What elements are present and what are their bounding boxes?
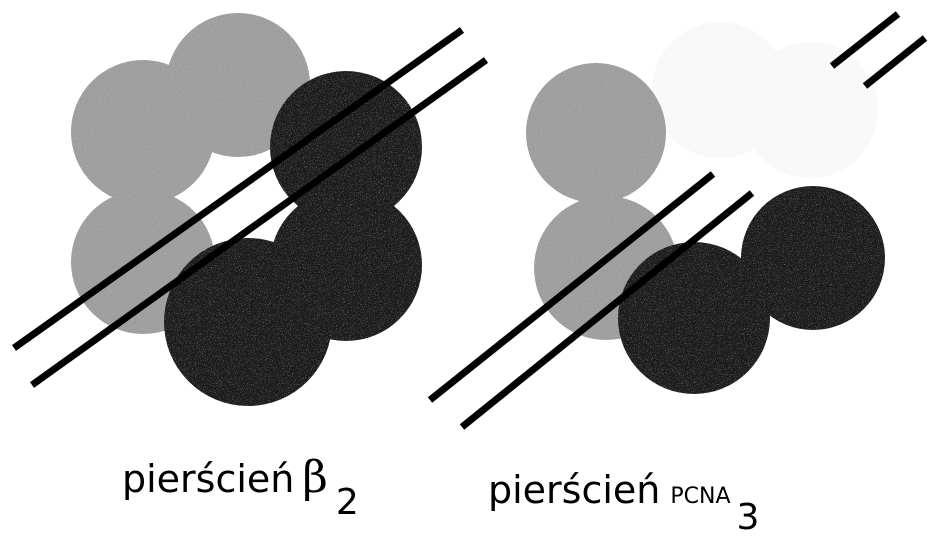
pcna3-light-domain-top (526, 63, 666, 203)
pcna3-ring (430, 14, 925, 427)
beta2-caption-subscript: 2 (336, 482, 359, 523)
pcna3-caption-word: pierścień (488, 468, 660, 512)
pcna3-dna-strand-lower-continuation (865, 38, 925, 86)
pcna3-caption-subscript: 3 (737, 497, 760, 538)
beta2-ring (14, 13, 486, 406)
pcna3-faint-domain-b (742, 42, 878, 178)
pcna3-dark-domain-bottom (618, 242, 770, 394)
beta2-dark-domain-bottom (164, 238, 332, 406)
beta2-caption-symbol: β (302, 452, 327, 503)
beta2-caption-word: pierścień (122, 457, 294, 501)
pcna3-dna-strand-upper-continuation (832, 14, 898, 66)
pcna3-caption-symbol: PCNA (670, 484, 730, 509)
pcna3-faint-subunits (652, 22, 878, 178)
